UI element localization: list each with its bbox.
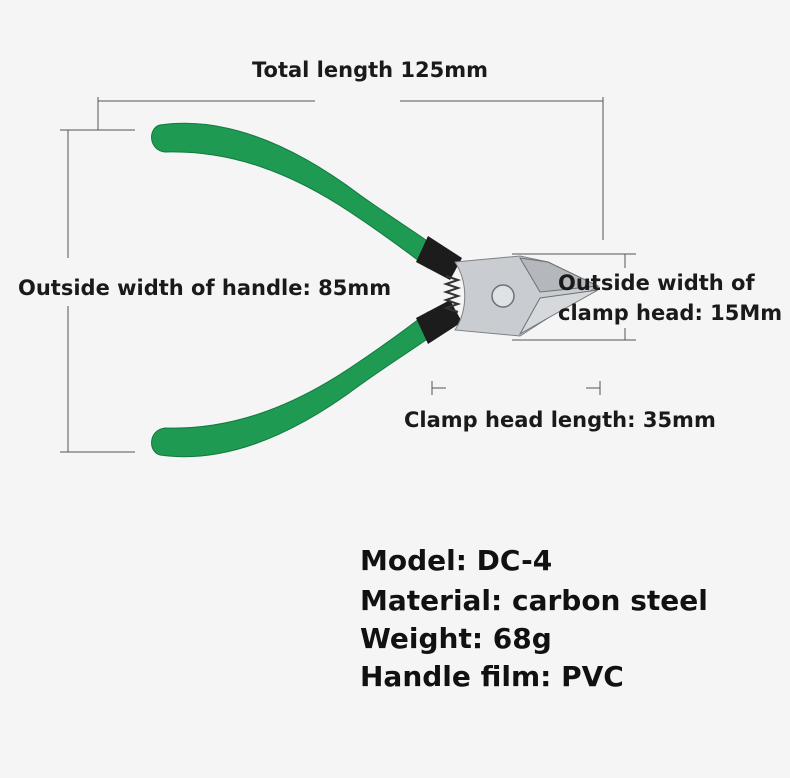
clamp-length-label: Clamp head length: 35mm <box>404 408 716 432</box>
dimension-lines <box>60 97 636 453</box>
clamp-width-line-2: clamp head: 15Mm <box>558 301 783 325</box>
lower-jaw <box>518 289 599 336</box>
upper-handle <box>151 122 441 269</box>
upper-handle-sleeve <box>416 236 462 280</box>
total-length-label: Total length 125mm <box>252 58 489 82</box>
spring <box>442 275 462 313</box>
lower-handle <box>151 311 441 458</box>
upper-jaw <box>519 257 600 293</box>
spec-handle-film: Handle film: PVC <box>360 660 624 693</box>
clamp-width-label: Outside width of clamp head: 15Mm <box>558 268 782 328</box>
clamp-width-line-1: Outside width of <box>558 271 755 295</box>
lower-handle-sleeve <box>416 300 462 344</box>
pivot-rivet <box>491 284 515 308</box>
spec-model: Model: DC-4 <box>360 544 553 577</box>
spec-material: Material: carbon steel <box>360 584 708 617</box>
spec-weight: Weight: 68g <box>360 622 552 655</box>
handle-width-label: Outside width of handle: 85mm <box>18 276 392 300</box>
